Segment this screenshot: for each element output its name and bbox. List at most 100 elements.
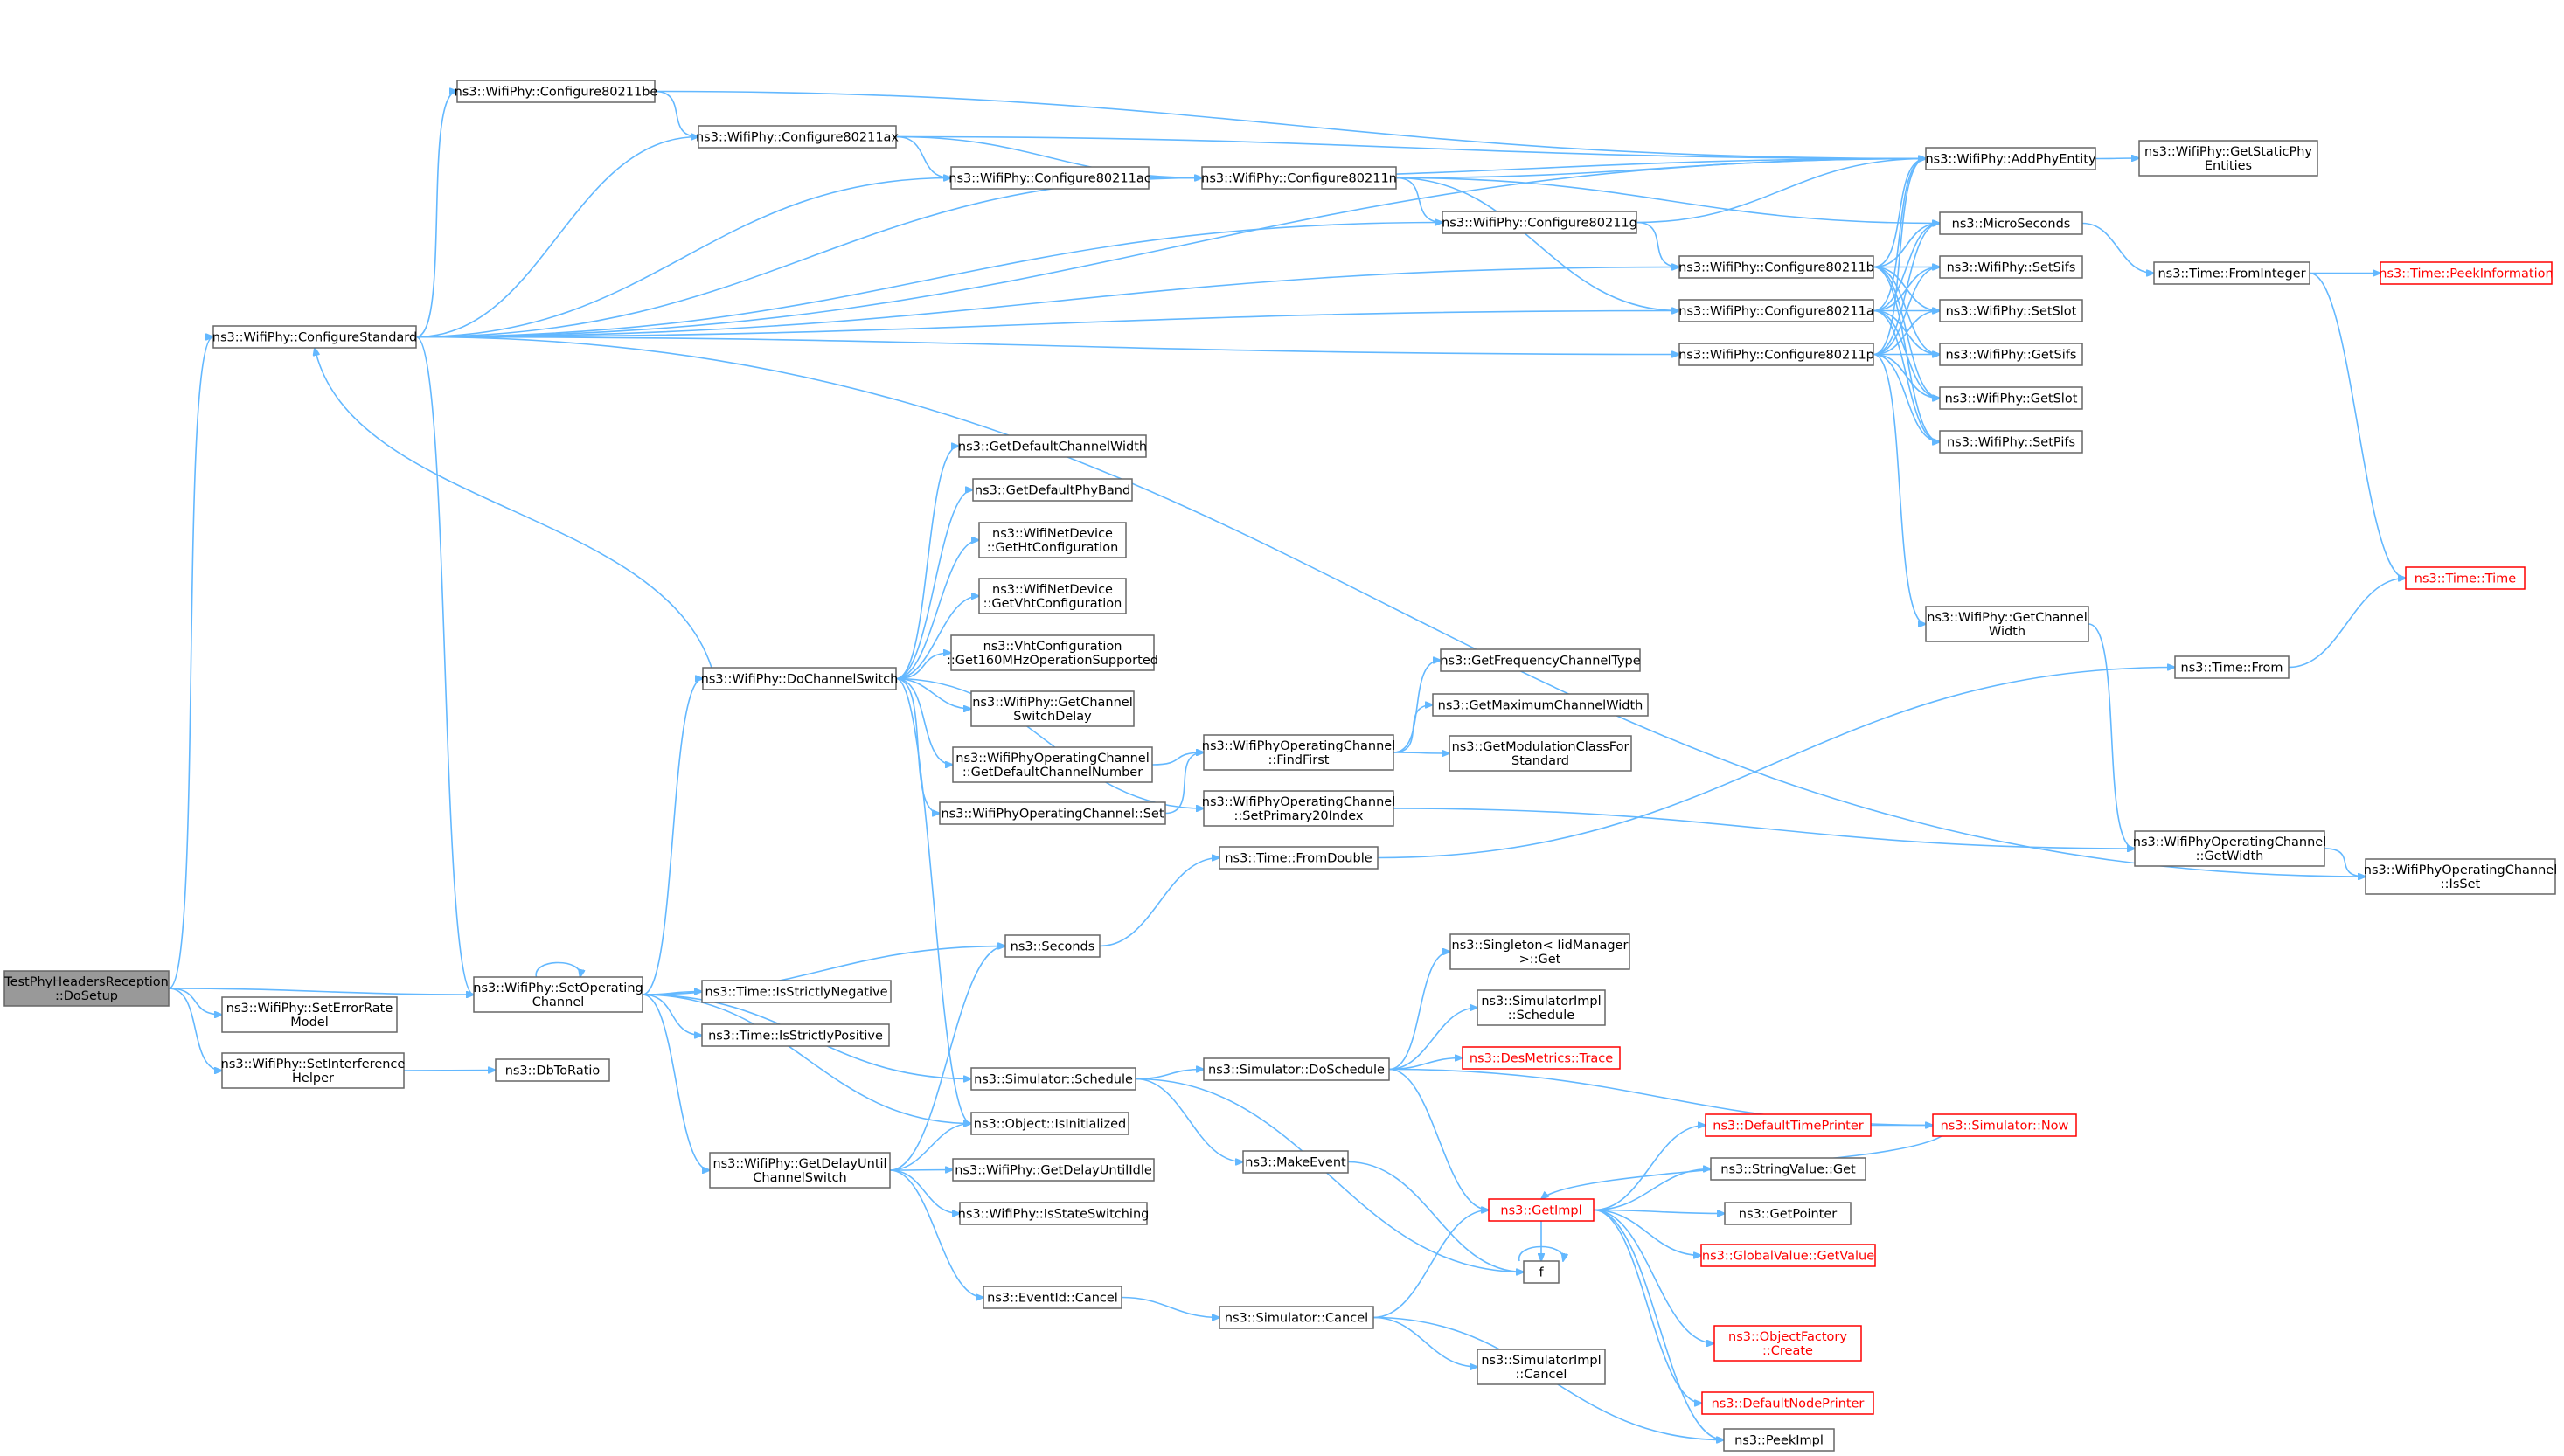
node-label: ns3::WifiPhyOperatingChannel [2133,835,2326,849]
node-ns3-wifiphyoperatingchannel-getdefaultchannelnumber[interactable]: ns3::WifiPhyOperatingChannel::GetDefault… [952,746,1153,783]
node-label: ns3::ObjectFactory [1728,1330,1847,1344]
edge-configStd-to-cfg80211be [415,92,457,338]
node-ns3-wifiphy-configure80211b[interactable]: ns3::WifiPhy::Configure80211b [1678,255,1874,279]
node-ns3-dbtoratio[interactable]: ns3::DbToRatio [495,1058,610,1082]
node-label: ns3::Simulator::DoSchedule [1208,1064,1385,1078]
node-box [1203,790,1394,827]
node-ns3-getdefaultchannelwidth[interactable]: ns3::GetDefaultChannelWidth [958,434,1147,458]
node-ns3-eventid-cancel[interactable]: ns3::EventId::Cancel [983,1286,1122,1309]
node-ns3-wifiphy-addphyentity[interactable]: ns3::WifiPhy::AddPhyEntity [1925,147,2096,170]
node-ns3-seconds[interactable]: ns3::Seconds [1004,934,1101,958]
edge-opChGetWidth-to-opChIsSet [2324,848,2366,877]
node-ns3-wifiphy-configurestandard[interactable]: ns3::WifiPhy::ConfigureStandard [212,325,417,349]
edge-configStd-to-cfg80211b [415,267,1679,338]
node-ns3-wifiphyoperatingchannel-isset[interactable]: ns3::WifiPhyOperatingChannel::IsSet [2364,858,2557,895]
node-ns3-microseconds[interactable]: ns3::MicroSeconds [1939,211,2083,235]
node-label: ns3::WifiPhy::DoChannelSwitch [701,673,899,687]
node-ns3-wifiphyoperatingchannel-getwidth[interactable]: ns3::WifiPhyOperatingChannel::GetWidth [2133,830,2326,867]
node-label: ns3::Time::Time [2415,572,2517,586]
node-ns3-getmaximumchannelwidth[interactable]: ns3::GetMaximumChannelWidth [1432,693,1649,717]
node-ns3-time-fromdouble[interactable]: ns3::Time::FromDouble [1219,846,1379,870]
node-ns3-wifiphy-configure80211a[interactable]: ns3::WifiPhy::Configure80211a [1678,299,1874,322]
node-ns3-defaultnodeprinter[interactable]: ns3::DefaultNodePrinter [1701,1391,1874,1415]
node-ns3-wifinetdevice-getvhtconfiguration[interactable]: ns3::WifiNetDevice::GetVhtConfiguration [978,578,1127,614]
node-ns3-time-from[interactable]: ns3::Time::From [2174,655,2290,679]
edge-simDoSchedule-to-simImplSched [1388,1008,1477,1071]
node-ns3-getdefaultphyband[interactable]: ns3::GetDefaultPhyBand [972,478,1133,502]
node-ns3-wifiphyoperatingchannel-findfirst[interactable]: ns3::WifiPhyOperatingChannel::FindFirst [1202,734,1395,771]
node-f[interactable]: f [1523,1260,1560,1284]
edge-cfg80211be-to-cfg80211ax [654,90,698,137]
node-ns3-wifiphyoperatingchannel-setprimary20index[interactable]: ns3::WifiPhyOperatingChannel::SetPrimary… [1202,790,1395,827]
node-label: ns3::DbToRatio [505,1064,601,1078]
node-ns3-wifiphy-configure80211ax[interactable]: ns3::WifiPhy::Configure80211ax [696,125,899,149]
node-label: ns3::WifiPhyOperatingChannel [1202,739,1395,753]
node-ns3-getimpl[interactable]: ns3::GetImpl [1488,1198,1595,1222]
node-ns3-simulator-cancel[interactable]: ns3::Simulator::Cancel [1219,1306,1374,1329]
node-ns3-stringvalue-get[interactable]: ns3::StringValue::Get [1710,1157,1866,1181]
node-ns3-wifiphy-configure80211be[interactable]: ns3::WifiPhy::Configure80211be [455,80,658,103]
node-label: ::SetPrimary20Index [1234,809,1364,823]
edge-configStd-to-setOpCh [415,336,474,995]
node-ns3-wifiphy-setsifs[interactable]: ns3::WifiPhy::SetSifs [1939,255,2083,279]
node-ns3-wifiphy-getsifs[interactable]: ns3::WifiPhy::GetSifs [1939,343,2083,366]
node-ns3-getfrequencychanneltype[interactable]: ns3::GetFrequencyChannelType [1440,648,1641,672]
edge-getDelayUntil-to-objIsInit [889,1124,971,1171]
node-ns3-simulatorimpl-schedule[interactable]: ns3::SimulatorImpl::Schedule [1477,989,1606,1026]
node-ns3-wifiphy-configure80211ac[interactable]: ns3::WifiPhy::Configure80211ac [948,166,1151,190]
node-ns3-defaulttimeprinter[interactable]: ns3::DefaultTimePrinter [1705,1113,1872,1137]
node-ns3-wifiphy-isstateswitching[interactable]: ns3::WifiPhy::IsStateSwitching [958,1202,1150,1225]
node-label: ns3::WifiPhy::Configure80211p [1678,349,1874,363]
node-ns3-time-isstrictlypositive[interactable]: ns3::Time::IsStrictlyPositive [701,1023,890,1047]
node-ns3-time-frominteger[interactable]: ns3::Time::FromInteger [2153,261,2310,285]
node-ns3-simulator-schedule[interactable]: ns3::Simulator::Schedule [970,1067,1136,1091]
node-ns3-time-isstrictlynegative[interactable]: ns3::Time::IsStrictlyNegative [701,980,892,1003]
node-label: ::FindFirst [1268,753,1330,767]
node-ns3-singleton-iidmanager-get[interactable]: ns3::Singleton< IidManager >::Get [1449,933,1630,970]
node-ns3-objectfactory-create[interactable]: ns3::ObjectFactory::Create [1713,1325,1862,1362]
node-ns3-wifiphy-setpifs[interactable]: ns3::WifiPhy::SetPifs [1939,430,2083,454]
edge-addPhy-to-getStaticPhy [2095,158,2139,159]
node-ns3-wifiphy-setslot[interactable]: ns3::WifiPhy::SetSlot [1939,299,2083,322]
node-ns3-globalvalue-getvalue[interactable]: ns3::GlobalValue::GetValue [1700,1244,1876,1267]
node-ns3-getpointer[interactable]: ns3::GetPointer [1724,1202,1852,1225]
edge-cfg80211p-to-getSlot [1873,353,1940,399]
node-ns3-time-peekinformation[interactable]: ns3::Time::PeekInformation [2379,261,2554,285]
node-ns3-wifinetdevice-gethtconfiguration[interactable]: ns3::WifiNetDevice::GetHtConfiguration [978,522,1127,558]
node-label: ns3::WifiPhy::IsStateSwitching [958,1208,1150,1222]
node-label: ns3::GetFrequencyChannelType [1440,655,1640,669]
node-ns3-makeevent[interactable]: ns3::MakeEvent [1242,1150,1349,1174]
node-box [1523,1260,1560,1284]
node-box [1723,1428,1835,1452]
node-ns3-simulator-now[interactable]: ns3::Simulator::Now [1932,1113,2077,1137]
node-ns3-object-isinitialized[interactable]: ns3::Object::IsInitialized [970,1112,1129,1135]
node-ns3-wifiphy-configure80211n[interactable]: ns3::WifiPhy::Configure80211n [1201,166,1397,190]
node-label: ns3::DefaultNodePrinter [1712,1397,1865,1411]
node-ns3-simulatorimpl-cancel[interactable]: ns3::SimulatorImpl::Cancel [1477,1349,1606,1385]
node-ns3-wifiphy-dochannelswitch[interactable]: ns3::WifiPhy::DoChannelSwitch [701,667,899,690]
node-ns3-vhtconfiguration-get160mhzoperationsupported[interactable]: ns3::VhtConfiguration::Get160MHzOperatio… [947,634,1158,671]
node-label: ns3::Time::FromInteger [2158,267,2305,281]
node-ns3-peekimpl[interactable]: ns3::PeekImpl [1723,1428,1835,1452]
node-ns3-time-time[interactable]: ns3::Time::Time [2405,566,2526,590]
node-ns3-simulator-doschedule[interactable]: ns3::Simulator::DoSchedule [1203,1057,1390,1081]
node-ns3-wifiphy-configure80211g[interactable]: ns3::WifiPhy::Configure80211g [1442,211,1637,234]
node-ns3-desmetrics-trace[interactable]: ns3::DesMetrics::Trace [1462,1046,1621,1070]
node-label: ns3::Time::IsStrictlyNegative [705,986,887,1000]
node-ns3-wifiphy-getdelayuntilidle[interactable]: ns3::WifiPhy::GetDelayUntilIdle [952,1158,1155,1182]
node-ns3-wifiphyoperatingchannel-set[interactable]: ns3::WifiPhyOperatingChannel::Set [939,801,1166,825]
node-box [952,1158,1155,1182]
node-box [1700,1244,1876,1267]
node-ns3-wifiphy-configure80211p[interactable]: ns3::WifiPhy::Configure80211p [1678,343,1874,366]
node-testphyheadersreception-dosetup[interactable]: TestPhyHeadersReception::DoSetup [3,970,170,1007]
node-ns3-wifiphy-getslot[interactable]: ns3::WifiPhy::GetSlot [1939,386,2083,410]
